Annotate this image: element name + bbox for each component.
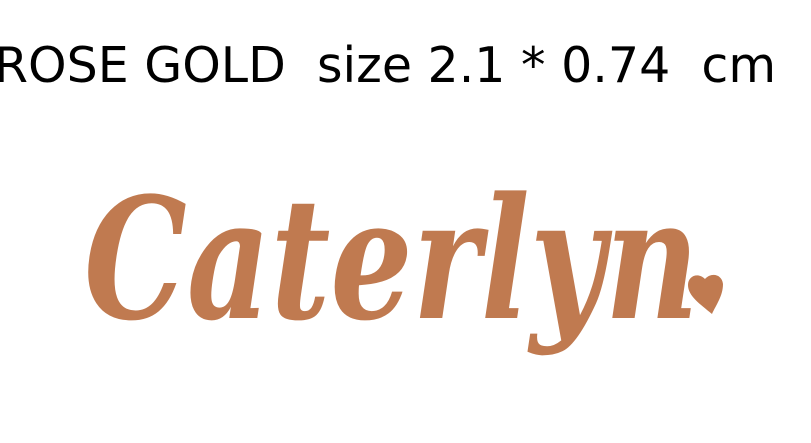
heart-icon bbox=[688, 274, 723, 314]
nameplate-name-group: Caterlyn bbox=[84, 160, 699, 358]
nameplate-name-text: Caterlyn bbox=[84, 160, 699, 358]
product-caption: ROSE GOLD size 2.1 * 0.74 cm bbox=[0, 37, 777, 94]
